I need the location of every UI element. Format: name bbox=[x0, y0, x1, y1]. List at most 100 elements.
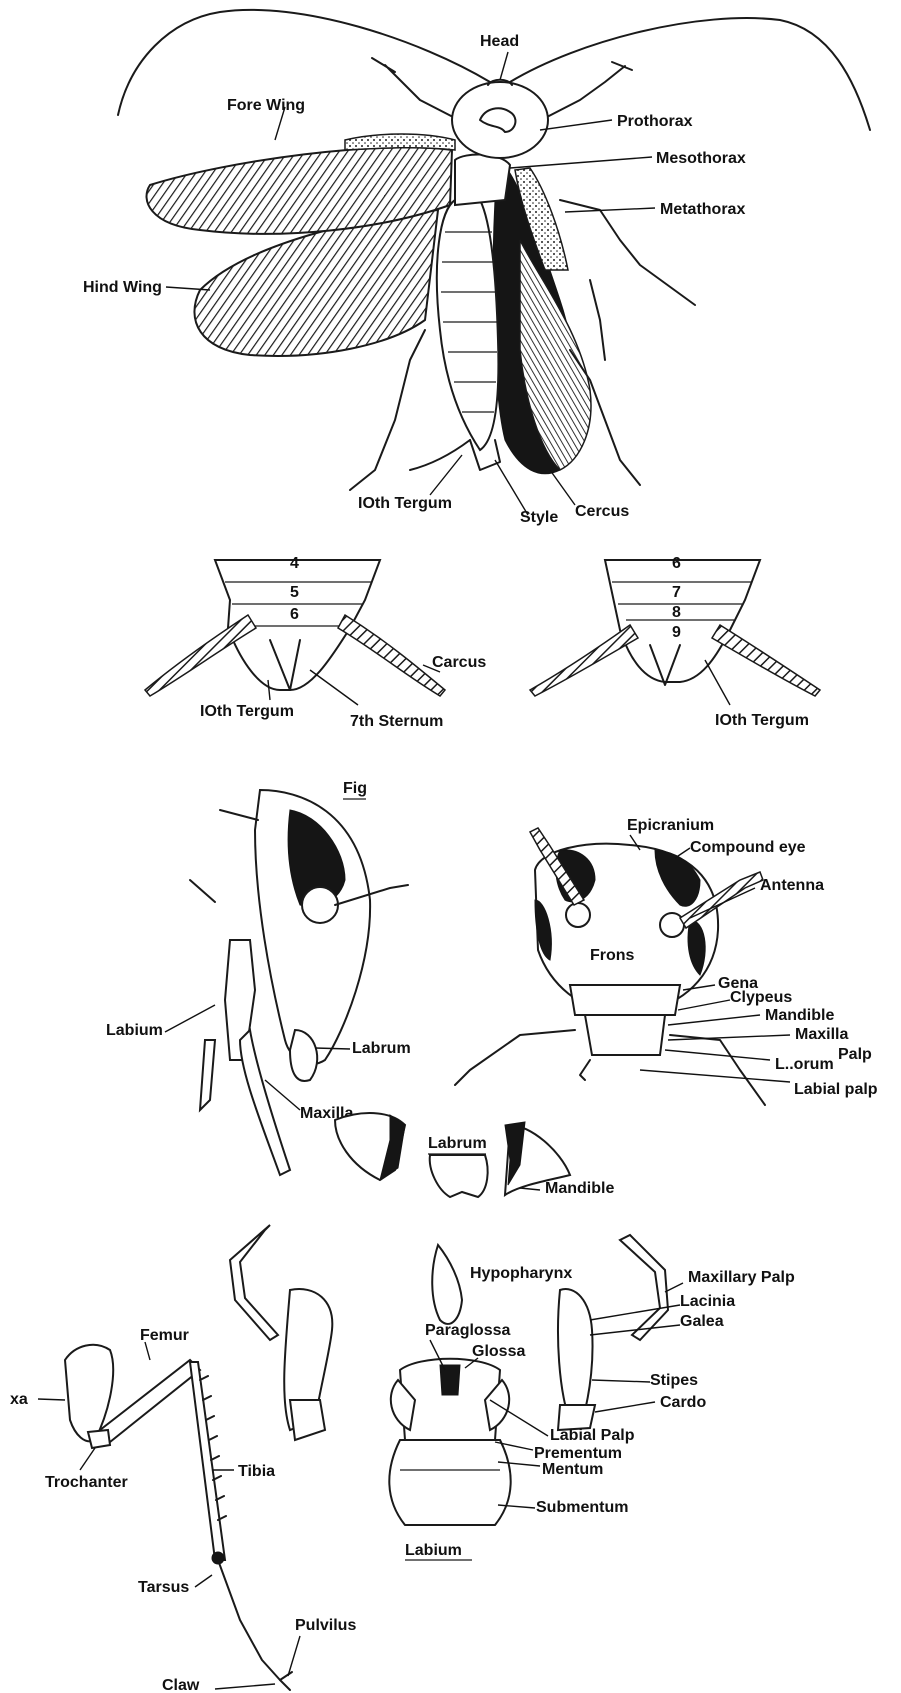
claw bbox=[280, 1672, 292, 1690]
seg-left-4: 4 bbox=[290, 555, 299, 572]
label-fig-fragment: Fig bbox=[343, 780, 367, 797]
label-cercus-mid: Carcus bbox=[432, 654, 486, 671]
label-maxillary-palp: Maxillary Palp bbox=[688, 1269, 795, 1286]
glossa-part bbox=[440, 1365, 460, 1395]
right-rear-leg bbox=[590, 280, 605, 360]
maxilla-lateral bbox=[240, 1030, 290, 1175]
left-foreleg bbox=[372, 58, 455, 118]
label-tenth-tergum-top: IOth Tergum bbox=[358, 495, 452, 512]
left-cardo bbox=[290, 1400, 325, 1440]
label-mesothorax: Mesothorax bbox=[656, 150, 746, 167]
label-style: Style bbox=[520, 509, 558, 526]
tibia bbox=[190, 1362, 225, 1560]
clypeus-plate bbox=[570, 985, 680, 1015]
seg-right-7: 7 bbox=[672, 584, 681, 601]
left-maxillary-palp bbox=[230, 1225, 278, 1340]
label-pulvillus: Pulvilus bbox=[295, 1617, 356, 1634]
seg-right-6: 6 bbox=[672, 555, 681, 572]
labium-submentum bbox=[389, 1440, 510, 1525]
left-hind-leg bbox=[350, 330, 425, 490]
label-tarsus: Tarsus bbox=[138, 1579, 189, 1596]
label-paraglossa: Paraglossa bbox=[425, 1322, 510, 1339]
label-claw: Claw bbox=[162, 1677, 200, 1693]
label-labium-title: Labium bbox=[405, 1542, 462, 1559]
label-tenth-tergum-right: IOth Tergum bbox=[715, 712, 809, 729]
label-prothorax: Prothorax bbox=[617, 113, 693, 130]
right-maxilla-body bbox=[558, 1289, 593, 1415]
labrum-plate bbox=[585, 1015, 665, 1055]
right-maxillary-palp bbox=[620, 1235, 668, 1340]
label-lacinia: Lacinia bbox=[680, 1293, 735, 1310]
trochanter bbox=[88, 1430, 110, 1448]
label-labrum-part: Labrum bbox=[428, 1135, 487, 1152]
label-labrum-head: L..orum bbox=[775, 1056, 834, 1073]
label-metathorax: Metathorax bbox=[660, 201, 745, 218]
male-cercus-left bbox=[530, 625, 638, 696]
seg-left-6: 6 bbox=[290, 606, 299, 623]
label-frons: Frons bbox=[590, 947, 635, 964]
antennal-socket bbox=[302, 887, 338, 923]
label-cercus-top: Cercus bbox=[575, 503, 629, 520]
head-frontal-figure: Epicranium Compound eye Antenna Frons Ge… bbox=[455, 817, 878, 1105]
label-labrum-side: Labrum bbox=[352, 1040, 411, 1057]
label-galea: Galea bbox=[680, 1313, 724, 1330]
label-antenna: Antenna bbox=[760, 877, 824, 894]
label-clypeus: Clypeus bbox=[730, 989, 792, 1006]
fore-wing-costal-area bbox=[345, 134, 455, 150]
label-head: Head bbox=[480, 33, 519, 50]
label-submentum: Submentum bbox=[536, 1499, 628, 1516]
male-cercus-right bbox=[712, 625, 820, 696]
cockroach-dorsal-figure: Head Fore Wing Prothorax Mesothorax Meta… bbox=[83, 10, 870, 526]
label-seventh-sternum: 7th Sternum bbox=[350, 713, 443, 730]
label-labial-palp-head: Labial palp bbox=[794, 1081, 878, 1098]
hypopharynx-part bbox=[432, 1245, 462, 1324]
label-mentum: Mentum bbox=[542, 1461, 603, 1478]
female-cercus-right bbox=[338, 615, 445, 696]
cercus-left bbox=[410, 440, 470, 470]
head-lateral-line bbox=[220, 810, 258, 820]
femur bbox=[100, 1360, 200, 1442]
label-compound-eye: Compound eye bbox=[690, 839, 806, 856]
label-femur: Femur bbox=[140, 1327, 189, 1344]
label-stipes: Stipes bbox=[650, 1372, 698, 1389]
label-cardo: Cardo bbox=[660, 1394, 706, 1411]
label-hypopharynx: Hypopharynx bbox=[470, 1265, 572, 1282]
label-prementum: Prementum bbox=[534, 1445, 622, 1462]
seg-right-8: 8 bbox=[672, 604, 681, 621]
label-mandible-part: Mandible bbox=[545, 1180, 614, 1197]
seg-left-5: 5 bbox=[290, 584, 299, 601]
frontal-labial-palp bbox=[580, 1060, 590, 1080]
seg-right-9: 9 bbox=[672, 624, 681, 641]
label-glossa: Glossa bbox=[472, 1343, 525, 1360]
label-hind-wing: Hind Wing bbox=[83, 279, 162, 296]
male-abdomen-tip bbox=[605, 560, 760, 682]
pronotum bbox=[452, 82, 548, 158]
label-maxillary-head-2: Palp bbox=[838, 1046, 872, 1063]
left-antennal-socket bbox=[566, 903, 590, 927]
label-tibia: Tibia bbox=[238, 1463, 275, 1480]
right-foreleg bbox=[545, 62, 632, 118]
label-mandible-head: Mandible bbox=[765, 1007, 834, 1024]
label-trochanter: Trochanter bbox=[45, 1474, 128, 1491]
abdomen-tip-female: 4 5 6 Carcus IOth Tergum 7th Sternum bbox=[145, 555, 486, 730]
label-epicranium: Epicranium bbox=[627, 817, 714, 834]
tibio-tarsal-joint bbox=[212, 1552, 224, 1564]
label-tenth-tergum-left: IOth Tergum bbox=[200, 703, 294, 720]
label-maxillary-head-1: Maxilla bbox=[795, 1026, 848, 1043]
tarsus bbox=[218, 1560, 280, 1680]
frontal-maxilla-left bbox=[455, 1030, 575, 1085]
palp-lateral bbox=[200, 1040, 215, 1110]
abdomen-tip-male: 6 7 8 9 IOth Tergum bbox=[530, 555, 820, 729]
label-labial-palp: Labial Palp bbox=[550, 1427, 635, 1444]
neck-line bbox=[190, 880, 215, 902]
mouthparts-figure: Labrum Mandible Hypopharynx Maxillary Pa… bbox=[230, 1113, 795, 1560]
labrum-part bbox=[430, 1155, 488, 1197]
mesothorax-segment bbox=[455, 155, 510, 205]
label-coxa-fragment: xa bbox=[10, 1391, 28, 1408]
female-cercus-left bbox=[145, 615, 256, 696]
label-fore-wing: Fore Wing bbox=[227, 97, 305, 114]
label-labium-side: Labium bbox=[106, 1022, 163, 1039]
frontal-maxilla-right bbox=[670, 1035, 765, 1105]
